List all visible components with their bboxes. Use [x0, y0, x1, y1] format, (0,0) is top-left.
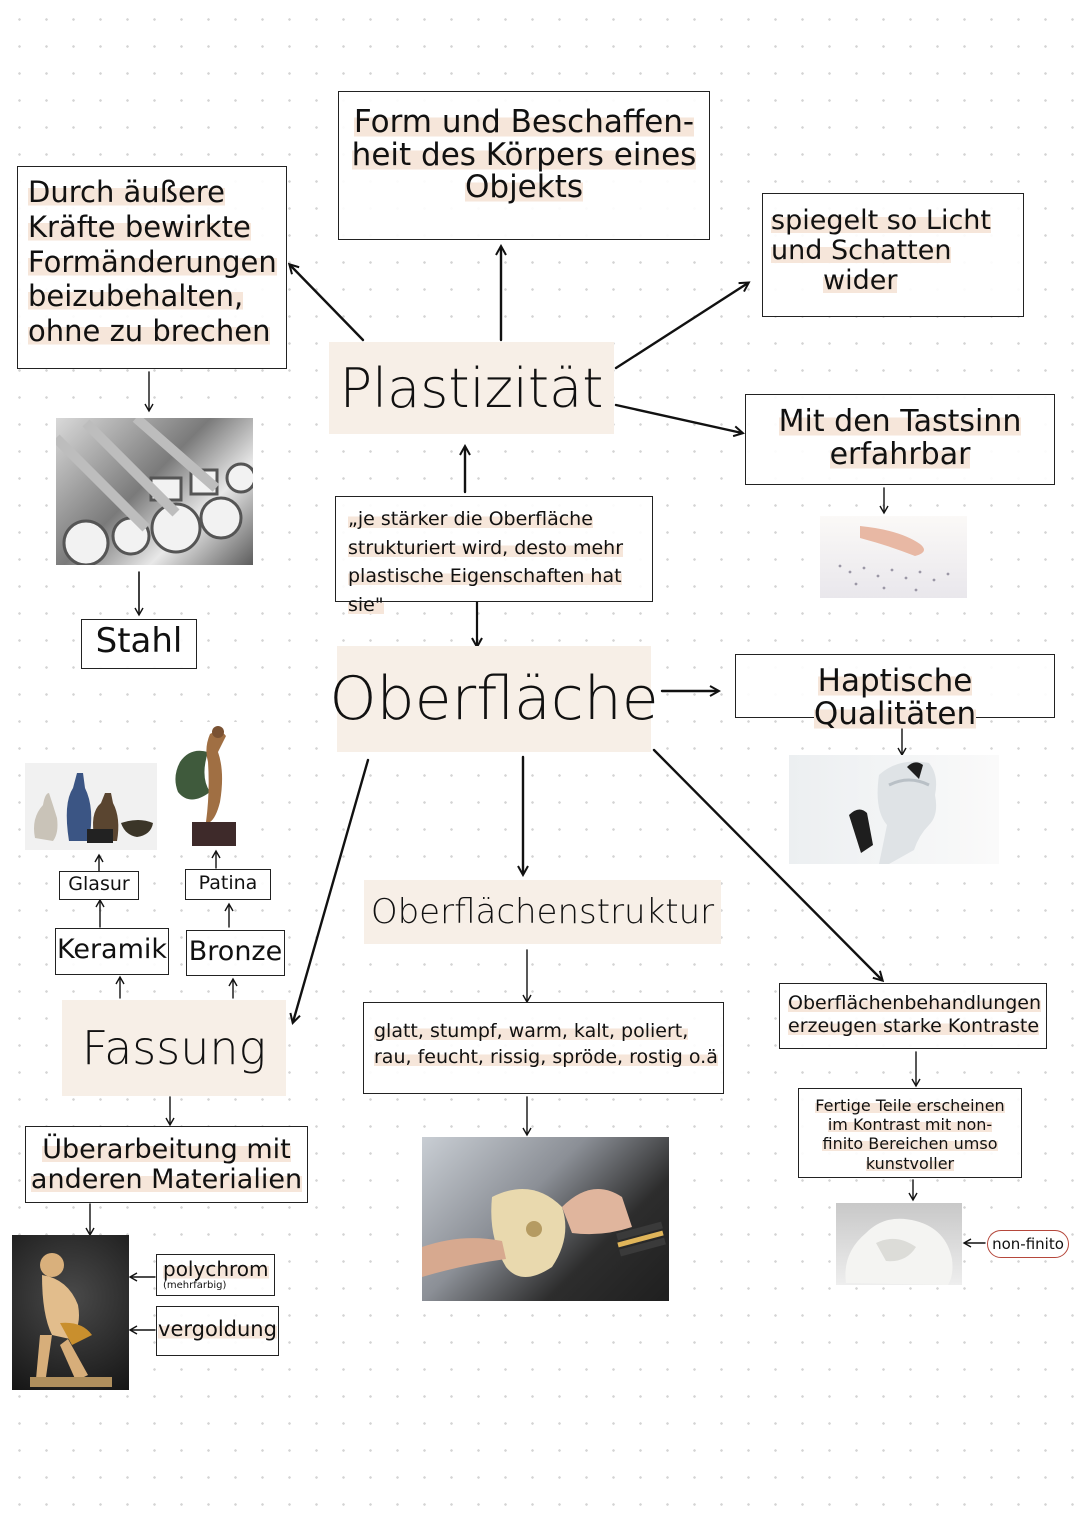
node-keramik: Keramik [55, 928, 169, 975]
kraefte-line-4: beizubehalten, [28, 279, 244, 314]
braille-finger-icon [838, 526, 950, 592]
polychrome-sculpture-photo [12, 1235, 129, 1390]
node-ueberarbeitung: Überarbeitung mit anderen Materialien [25, 1126, 308, 1203]
nefertiti-bust-icon [849, 761, 937, 864]
non-finito-marble-icon [845, 1218, 953, 1285]
plastizitaet-label: Plastizität [339, 356, 604, 420]
ueberarbeitung-line-1: Überarbeitung mit [42, 1134, 291, 1165]
keramik-label: Keramik [56, 934, 168, 965]
zitat-line-1: „je stärker die Oberfläche [348, 508, 593, 530]
zitat-line-3: plastische Eigenschaften hat sie" [348, 565, 622, 616]
form-line-3: Objekts [464, 169, 584, 206]
behandlung-line-1: Oberflächenbehandlungen [788, 992, 1042, 1014]
nefertiti-bust-photo [789, 755, 999, 864]
fertig-line-2: im Kontrast mit non- [827, 1115, 993, 1135]
hands-holding-skull-icon [422, 1189, 666, 1277]
stahl-label: Stahl [95, 621, 183, 661]
fertig-line-4: kunstvoller [865, 1153, 955, 1173]
node-tastsinn: Mit den Tastsinn erfahrbar [745, 394, 1055, 485]
zitat-line-2: strukturiert wird, desto mehr [348, 536, 624, 559]
hands-holding-skull-photo [422, 1137, 669, 1301]
adjektive-line-2: rau, feucht, rissig, spröde, rostig o.ä [374, 1045, 718, 1068]
bronze-statue-photo [170, 722, 252, 848]
patina-label: Patina [198, 872, 258, 894]
fassung-label: Fassung [81, 1021, 267, 1075]
node-stahl: Stahl [81, 619, 197, 669]
bronze-label: Bronze [188, 936, 283, 967]
node-fassung: Fassung [62, 1000, 286, 1096]
arrow-oberflaeche-behandlung [652, 748, 882, 980]
arrow-plastizitaet-tastsinn [614, 403, 742, 433]
polychrome-sculpture-icon [30, 1253, 112, 1387]
node-plastizitaet: Plastizität [329, 342, 614, 434]
kraefte-line-1: Durch äußere [28, 175, 225, 209]
node-polychrom: polychrom (mehrfarbig) [156, 1254, 275, 1296]
licht-line-2: und Schatten [771, 235, 952, 267]
fertig-line-1: Fertige Teile erscheinen [815, 1096, 1005, 1115]
polychrom-sub-label: (mehrfarbig) [163, 1280, 227, 1291]
node-patina: Patina [185, 869, 271, 900]
kraefte-line-2: Kräfte bewirkte [28, 209, 251, 244]
node-haptisch: Haptische Qualitäten [735, 654, 1055, 732]
kraefte-line-5: ohne zu brechen [28, 314, 271, 349]
glasur-label: Glasur [68, 873, 130, 895]
node-fertig: Fertige Teile erscheinen im Kontrast mit… [798, 1088, 1022, 1178]
polychrom-label: polychrom [163, 1257, 269, 1281]
adjektive-line-1: glatt, stumpf, warm, kalt, poliert, [374, 1020, 689, 1042]
node-bronze: Bronze [186, 930, 285, 976]
oberflaechenstruktur-label: Oberflächenstruktur [370, 892, 715, 932]
ueberarbeitung-line-2: anderen Materialien [30, 1164, 303, 1196]
vergoldung-label: vergoldung [158, 1317, 277, 1341]
form-line-2: heit des Körpers eines [351, 136, 697, 173]
node-zitat: „je stärker die Oberfläche strukturiert … [335, 496, 653, 616]
form-line-1: Form und Beschaffen- [353, 104, 695, 140]
node-nonfinito: non-finito [987, 1230, 1069, 1258]
oberflaeche-label: Oberfläche [329, 664, 659, 734]
arrow-plastizitaet-kraefte [290, 265, 365, 342]
kraefte-line-3: Formänderungen [28, 244, 277, 279]
arrow-oberflaeche-fassung [293, 758, 370, 1022]
nonfinito-label: non-finito [992, 1235, 1064, 1253]
node-adjektive: glatt, stumpf, warm, kalt, poliert, rau,… [363, 1002, 724, 1094]
steel-pipes-photo [56, 418, 253, 565]
node-form: Form und Beschaffen- heit des Körpers ei… [338, 91, 710, 240]
node-oberflaechenstruktur: Oberflächenstruktur [364, 880, 721, 944]
tastsinn-line-2: erfahrbar [829, 437, 971, 472]
ceramic-vases-photo [25, 763, 157, 850]
bronze-statue-icon [175, 726, 236, 846]
arrow-plastizitaet-licht [614, 283, 748, 370]
node-behandlung: Oberflächenbehandlungen erzeugen starke … [779, 983, 1047, 1049]
node-oberflaeche: Oberfläche [329, 646, 659, 752]
node-vergoldung: vergoldung [156, 1306, 279, 1356]
ceramic-vases-icon [34, 773, 153, 843]
node-licht: spiegelt so Licht und Schatten wider [762, 193, 1024, 317]
braille-finger-photo [820, 516, 967, 598]
node-glasur: Glasur [59, 871, 139, 900]
node-kraefte: Durch äußere Kräfte bewirkte Formänderun… [17, 166, 287, 369]
haptisch-label: Haptische Qualitäten [813, 663, 977, 732]
licht-line-3: wider [823, 265, 898, 297]
steel-pipes-icon [56, 418, 253, 565]
behandlung-line-2: erzeugen starke Kontraste [788, 1014, 1040, 1037]
fertig-line-3: finito Bereichen umso [822, 1134, 998, 1154]
non-finito-marble-photo [836, 1203, 962, 1285]
tastsinn-line-1: Mit den Tastsinn [778, 404, 1022, 439]
licht-line-1: spiegelt so Licht [771, 205, 991, 236]
